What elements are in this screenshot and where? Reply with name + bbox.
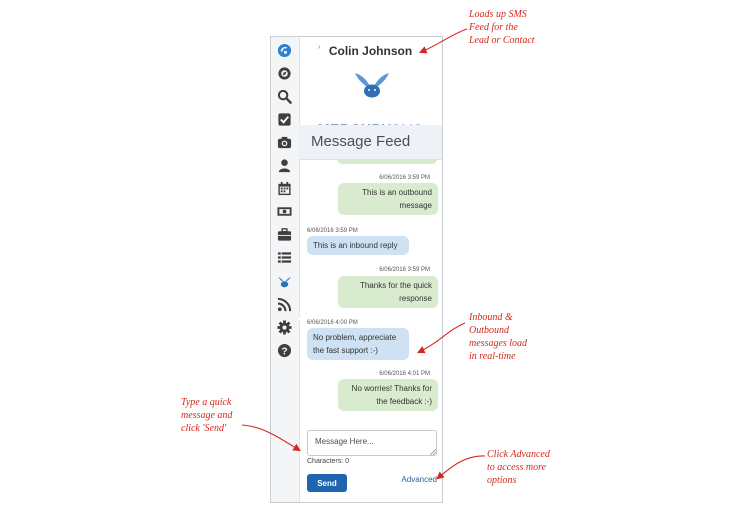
arrow-advanced <box>436 455 486 480</box>
gear-icon[interactable] <box>276 319 293 336</box>
message-timestamp: 6/06/2016 4:00 PM <box>307 320 358 326</box>
message-input[interactable] <box>307 430 437 456</box>
checkbox-icon[interactable] <box>276 111 293 128</box>
content-area: › Colin Johnson MERCURYSMS SMS MESSAGING… <box>299 37 442 502</box>
message-timestamp: 6/06/2016 4:01 PM <box>379 371 430 377</box>
send-button[interactable]: Send <box>307 474 347 492</box>
sidebar: ? <box>271 37 300 502</box>
money-icon[interactable] <box>276 203 293 220</box>
help-icon[interactable]: ? <box>276 342 293 359</box>
outbound-message: This is an outbound message <box>338 183 438 215</box>
advanced-link[interactable]: Advanced <box>401 475 437 484</box>
active-item-indicator <box>298 313 304 325</box>
briefcase-icon[interactable] <box>276 226 293 243</box>
svg-text:?: ? <box>281 346 287 357</box>
search-icon[interactable] <box>276 88 293 105</box>
message-timestamp: 6/06/2016 3:59 PM <box>379 267 430 273</box>
camera-icon[interactable] <box>276 134 293 151</box>
outbound-message: Thanks for the quick response <box>338 276 438 308</box>
mercurysms-icon[interactable] <box>276 273 293 290</box>
annotation-advanced: Click Advanced to access more options <box>487 449 550 486</box>
calendar-icon[interactable] <box>276 180 293 197</box>
compass-icon[interactable] <box>276 65 293 82</box>
feed-title: Message Feed <box>311 133 411 150</box>
mercurysms-logo-icon <box>355 73 389 98</box>
annotation-realtime: Inbound & Outbound messages load in real… <box>469 312 528 362</box>
inbound-message: This is an inbound reply <box>307 236 409 255</box>
annotation-send: Type a quick message and click 'Send' <box>181 397 233 434</box>
app-logo-icon[interactable] <box>276 42 293 59</box>
annotation-feed: Loads up SMS Feed for the Lead or Contac… <box>469 9 535 46</box>
salesforce-utility-panel: ? › Colin Johnson MERCURYSMS SMS MESSAGI… <box>270 36 443 503</box>
resize-grip-icon[interactable] <box>430 449 436 455</box>
contact-name: Colin Johnson <box>328 44 413 58</box>
outbound-message: No worries! Thanks for the feedback :-) <box>338 379 438 411</box>
person-icon[interactable] <box>276 157 293 174</box>
previous-message-bubble <box>337 159 437 164</box>
inbound-message: No problem, appreciate the fast support … <box>307 328 409 360</box>
rss-icon[interactable] <box>276 296 293 313</box>
character-counter: Characters: 0 <box>307 458 350 465</box>
collapse-caret-icon[interactable]: › <box>318 44 321 51</box>
list-icon[interactable] <box>276 249 293 266</box>
feed-header: Message Feed <box>299 125 442 160</box>
message-timestamp: 6/06/2016 3:59 PM <box>307 228 358 234</box>
message-timestamp: 6/06/2016 3:59 PM <box>379 175 430 181</box>
